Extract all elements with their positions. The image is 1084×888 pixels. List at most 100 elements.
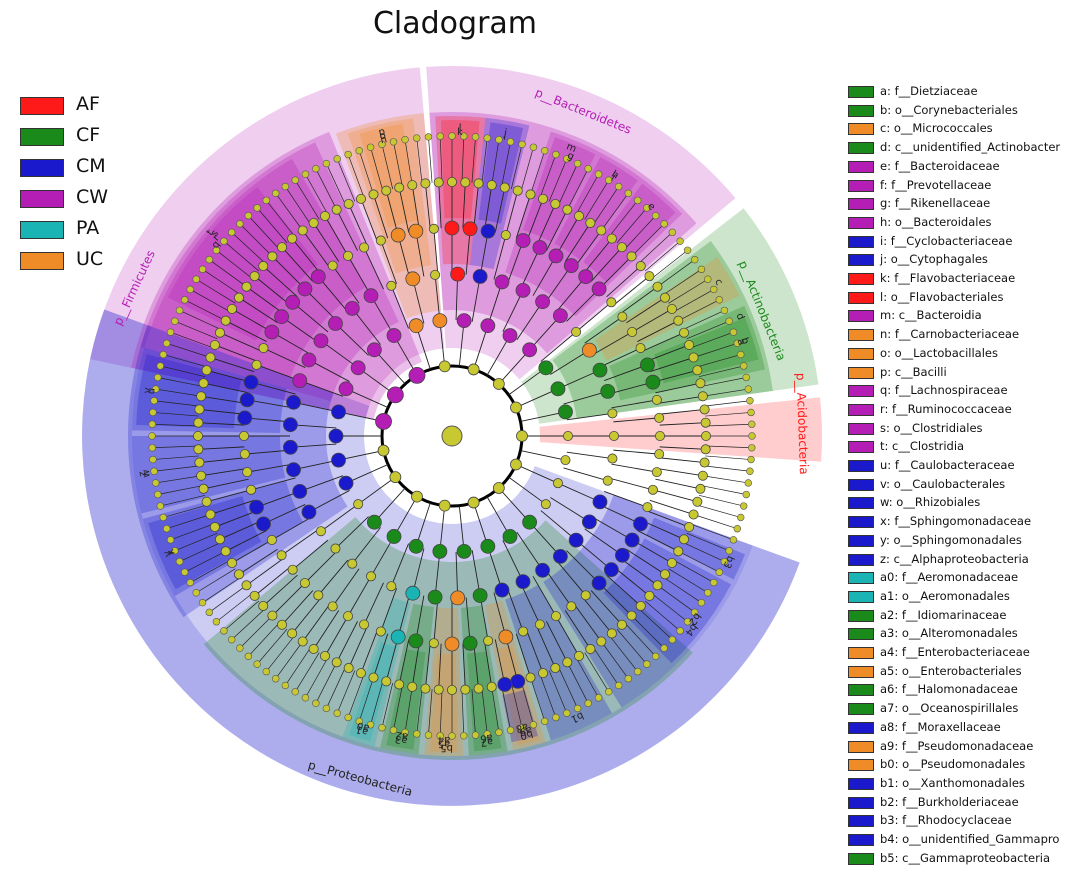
leaf-edge <box>154 465 200 472</box>
feature-swatch <box>848 796 874 809</box>
group-swatch <box>20 159 64 177</box>
leaf-node <box>710 285 718 294</box>
tree-node <box>276 550 287 561</box>
feature-swatch <box>848 590 874 603</box>
leaf-edge <box>693 342 738 358</box>
group-swatch <box>20 221 64 239</box>
tree-node <box>651 394 662 405</box>
tree-edge <box>590 590 623 626</box>
tree-node <box>192 430 203 441</box>
tree-node <box>287 564 298 575</box>
leaf-node <box>156 502 164 510</box>
tree-edge <box>225 320 267 342</box>
clade-sector <box>552 241 773 419</box>
tree-node <box>386 280 397 291</box>
tree-node <box>205 509 216 520</box>
tree-node <box>209 522 220 533</box>
leaf-node <box>668 635 676 644</box>
tree-node <box>239 449 250 460</box>
leaf-node <box>271 189 280 197</box>
leaf-node <box>746 397 754 405</box>
feature-label: b: o__Corynebacteriales <box>880 102 1018 117</box>
leaf-edge <box>638 232 673 264</box>
leaf-node <box>244 212 253 220</box>
tree-node <box>560 455 571 466</box>
tree-node <box>644 590 655 601</box>
tree-node <box>558 404 573 420</box>
feature-label: a1: o__Aeromonadales <box>880 588 1010 603</box>
tree-edge <box>573 230 602 268</box>
clade-sector <box>429 653 458 752</box>
leaf-edge <box>370 680 384 725</box>
tree-edge <box>320 340 359 369</box>
leaf-node <box>401 135 409 144</box>
tree-edge <box>373 194 389 239</box>
tree-edge <box>573 604 602 642</box>
tree-edge <box>658 457 705 463</box>
clade-tag: a1 <box>355 723 370 737</box>
clade-tag: z <box>137 471 149 478</box>
leaf-edge <box>404 686 413 733</box>
tree-node <box>405 585 421 601</box>
tree-node <box>550 198 561 209</box>
tree-edge <box>529 315 561 351</box>
leaf-edge <box>248 215 280 250</box>
leaf-node <box>378 724 386 732</box>
tree-node <box>635 261 646 272</box>
tree-node <box>286 394 301 410</box>
feature-swatch <box>848 329 874 342</box>
tree-edge <box>332 568 360 607</box>
tree-edge <box>582 238 613 275</box>
tree-node <box>654 449 665 460</box>
feature-legend-item: f: f__Prevotellaceae <box>848 177 1084 195</box>
tree-node <box>695 378 706 389</box>
leaf-node <box>401 728 409 737</box>
tree-node <box>205 352 216 363</box>
tree-edge <box>345 464 389 484</box>
tree-node <box>405 271 421 287</box>
leaf-node <box>389 138 398 146</box>
leaf-edge <box>690 523 734 541</box>
leaf-node <box>366 143 375 151</box>
feature-legend-item: n: f__Carnobacteriaceae <box>848 326 1084 344</box>
tree-node <box>368 672 379 683</box>
tree-node <box>308 217 319 228</box>
tree-node <box>647 484 658 495</box>
tree-edge <box>206 489 252 503</box>
tree-edge <box>516 301 543 341</box>
tree-edge <box>203 478 249 490</box>
feature-legend-item: q: f__Lachnospiraceae <box>848 382 1084 400</box>
leaf-edge <box>196 568 236 594</box>
tree-node <box>438 499 451 512</box>
tree-node <box>550 663 561 674</box>
leaf-node <box>614 681 623 690</box>
tree-node <box>344 300 360 316</box>
tree-edge <box>604 364 648 382</box>
tree-edge <box>613 449 660 455</box>
leaf-edge <box>174 532 218 552</box>
tree-edge <box>462 643 466 690</box>
tree-edge <box>631 539 673 564</box>
leaf-edge <box>275 641 303 679</box>
leaf-node <box>413 730 421 738</box>
feature-label: o: o__Lactobacillales <box>880 345 998 360</box>
tree-node <box>552 548 568 564</box>
tree-edge <box>247 399 293 409</box>
tree-node <box>386 386 404 404</box>
leaf-edge <box>265 200 296 237</box>
leaf-edge <box>491 686 500 733</box>
clade-tag: f <box>608 173 617 184</box>
tree-edge <box>520 582 541 625</box>
feature-swatch <box>848 179 874 192</box>
phylum-sector <box>426 65 736 380</box>
tree-node <box>427 589 443 605</box>
tree-node <box>500 230 511 241</box>
leaf-node <box>159 350 167 359</box>
leaf-node <box>737 350 745 359</box>
leaf-edge <box>174 320 218 340</box>
feature-legend-item: a4: f__Enterobacteriaceae <box>848 644 1084 662</box>
tree-node <box>515 233 531 248</box>
leaf-edge <box>166 342 211 358</box>
feature-legend-item: u: f__Caulobacteraceae <box>848 457 1084 475</box>
